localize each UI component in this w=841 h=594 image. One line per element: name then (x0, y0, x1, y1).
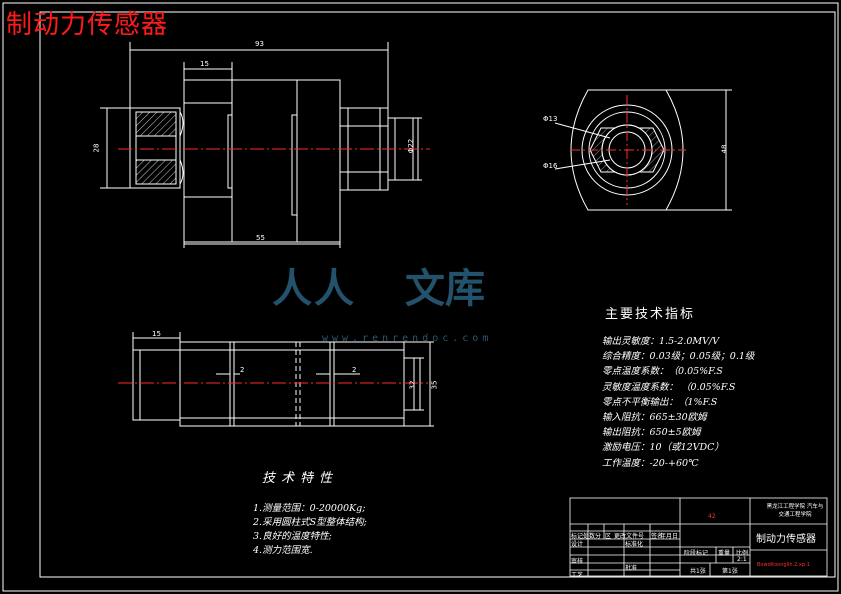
bottom-view (132, 332, 434, 427)
titleblock-institution: 黑龙江工程学院 汽车与交通工程学院 (766, 504, 824, 518)
titleblock-drawing-title: 制动力传感器 (756, 534, 816, 545)
dim-15-top: 15 (200, 60, 209, 68)
tb-cell: 区 (605, 533, 612, 540)
watermark-url: www.renrendoc.com (322, 333, 493, 344)
title-block (569, 497, 828, 577)
dim-32: 32 (408, 380, 417, 390)
titleblock-red-tail: Bowditoonglih.2.xp-1 (757, 562, 810, 568)
tb-cell: 签名 (651, 533, 664, 540)
spec-line: 输出灵敏度：1.5-2.0MV/V (602, 336, 720, 347)
dim-13: Φ13 (543, 115, 558, 123)
dim-48: 48 (720, 144, 729, 154)
titleblock-red-mark: 42 (708, 513, 716, 520)
inner-frame (39, 11, 836, 578)
spec-line: 激励电压：10（或12VDC） (602, 442, 724, 454)
dim-2-right: 2 (352, 366, 357, 374)
dim-22: Φ22 (407, 138, 416, 154)
tb-cell: 2:1 (737, 556, 747, 563)
spec-line: 零点不平衡输出：（1%F.S (602, 396, 718, 408)
dim-28: 28 (92, 143, 101, 153)
tb-cell: 更改文件号 (614, 533, 645, 540)
tech-line: 1.测量范围：0-20000Kg; (253, 503, 366, 514)
tb-cell: 审核 (571, 558, 584, 565)
tb-cell: 重量 (718, 550, 731, 557)
spec-line: 综合精度：0.03级；0.05级；0.1级 (602, 351, 755, 363)
front-view (100, 42, 422, 248)
dim-55: 55 (256, 234, 265, 242)
dim-35: 35 (430, 380, 439, 390)
tech-line: 2.采用圆柱式S型整体结构; (253, 517, 367, 528)
tb-cell: 比例 (736, 550, 749, 557)
spec-line: 灵敏度温度系数： （0.05%F.S (602, 381, 736, 393)
drawing-title: 制动力传感器 (6, 10, 169, 40)
dim-93: 93 (255, 40, 264, 48)
spec-list: 输出灵敏度：1.5-2.0MV/V 综合精度：0.03级；0.05级；0.1级 … (602, 334, 754, 471)
tb-cell: 标记处数分 (571, 533, 602, 540)
tb-cell: 年月日 (660, 533, 679, 540)
tb-cell: 设计 (571, 541, 584, 548)
spec-line: 输出阻抗：650±5欧姆 (602, 427, 701, 439)
watermark-text-1: 人人 (272, 266, 356, 312)
tech-list: 1.测量范围：0-20000Kg; 2.采用圆柱式S型整体结构; 3.良好的温度… (253, 502, 367, 558)
tb-cell: 标准化 (625, 541, 644, 548)
tb-cell: 工艺 (571, 572, 584, 579)
spec-line: 输入阻抗：665±30欧姆 (602, 412, 707, 424)
dim-2-left: 2 (240, 366, 245, 374)
tech-heading: 技术特性 (262, 471, 339, 486)
tech-line: 3.良好的温度特性; (253, 531, 332, 542)
dim-15-bottom: 15 (152, 330, 161, 338)
tb-cell: 阶段标记 (684, 550, 709, 557)
dim-16: Φ16 (543, 162, 558, 170)
tb-cell: 共1张 (690, 568, 706, 575)
tech-line: 4.测力范围宽. (253, 545, 313, 556)
spec-heading: 主要技术指标 (605, 307, 696, 322)
spec-line: 零点温度系数：（0.05%F.S (602, 366, 723, 378)
tb-cell: 批准 (625, 565, 638, 572)
spec-line: 工作温度：-20-+60℃ (602, 457, 699, 469)
tb-cell: 第1张 (722, 568, 738, 575)
watermark-text-2: 文库 (405, 266, 485, 312)
